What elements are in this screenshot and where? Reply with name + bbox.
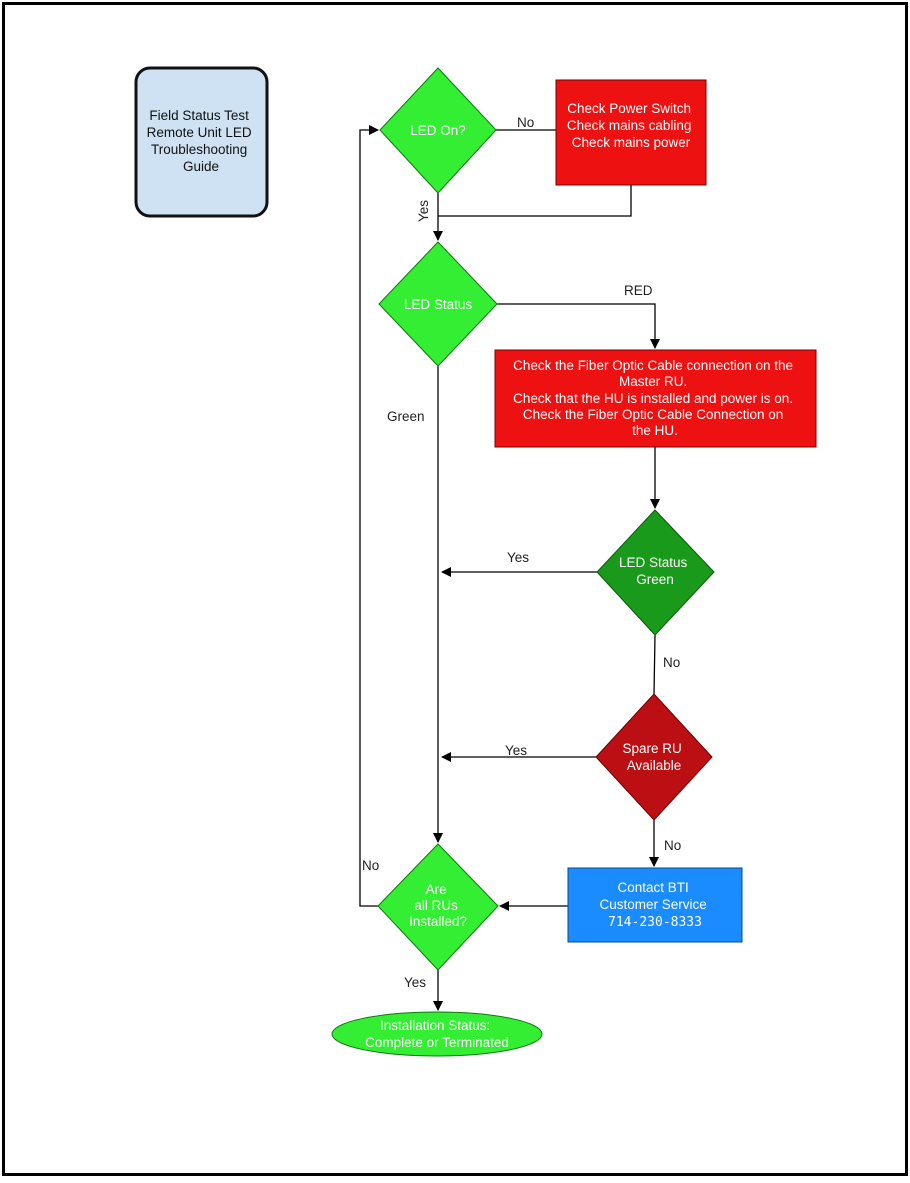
edge-label-green: Green bbox=[387, 409, 425, 424]
title-line-2: Remote Unit LED bbox=[147, 125, 252, 140]
contact-bti-box bbox=[567, 867, 743, 943]
contact-bti-text: Contact BTI Customer Service 714-230-833… bbox=[599, 880, 710, 930]
contact-bti-line-2: Customer Service bbox=[599, 897, 706, 912]
title-line-4: Guide bbox=[183, 159, 219, 174]
check-power-line-2: Check mains cabling bbox=[567, 118, 692, 133]
led-on-text: LED On? bbox=[410, 123, 466, 138]
installation-status-text: Installation Status: Complete or Termina… bbox=[365, 1018, 509, 1050]
led-status-diamond bbox=[378, 241, 498, 367]
title-box bbox=[134, 66, 269, 218]
all-rus-diamond bbox=[377, 843, 499, 971]
all-rus-line-1: Are bbox=[426, 882, 447, 897]
check-power-box bbox=[555, 79, 707, 186]
led-status-green-line-2: Green bbox=[636, 572, 674, 587]
spare-ru-diamond bbox=[595, 693, 713, 821]
led-status-green-line-1: LED Status bbox=[619, 555, 688, 570]
edge-power-return bbox=[438, 185, 632, 217]
check-power-line-1: Check Power Switch bbox=[567, 101, 691, 116]
edge-label-red: RED bbox=[624, 283, 653, 298]
title-line-3: Troubleshooting bbox=[151, 142, 247, 157]
edge-label-no-loop: No bbox=[362, 858, 379, 873]
all-rus-line-3: Installed? bbox=[409, 914, 467, 929]
led-status-line-1: LED Status bbox=[404, 297, 473, 312]
check-fiber-line-3: Check that the HU is installed and power… bbox=[513, 391, 793, 406]
connectors bbox=[359, 125, 660, 1011]
installation-status-line-1: Installation Status: bbox=[380, 1018, 490, 1033]
title-line-1: Field Status Test bbox=[149, 108, 249, 123]
edge-led-status-red bbox=[497, 303, 660, 349]
edge-label-yes-done: Yes bbox=[404, 975, 426, 990]
check-fiber-text: Check the Fiber Optic Cable connection o… bbox=[513, 358, 797, 438]
check-fiber-line-2: Master RU. bbox=[619, 374, 687, 389]
spare-ru-text: Spare RU Available bbox=[622, 741, 685, 773]
spare-ru-line-2: Available bbox=[627, 758, 682, 773]
check-fiber-line-1: Check the Fiber Optic Cable connection o… bbox=[513, 358, 793, 373]
all-rus-text: Are all RUs Installed? bbox=[409, 882, 467, 929]
spare-ru-line-1: Spare RU bbox=[622, 741, 681, 756]
check-fiber-line-4: Check the Fiber Optic Cable Connection o… bbox=[523, 407, 783, 422]
led-status-text: LED Status bbox=[404, 297, 473, 312]
contact-bti-phone: 714-230-8333 bbox=[608, 915, 702, 930]
installation-status-terminator bbox=[331, 1011, 543, 1057]
edge-label-no-power: No bbox=[517, 115, 534, 130]
edge-green-no bbox=[653, 634, 656, 695]
edge-rus-no-loop bbox=[359, 125, 379, 907]
all-rus-line-2: all RUs bbox=[414, 898, 458, 913]
edge-label-yes-led-on: Yes bbox=[416, 200, 431, 222]
check-power-text: Check Power Switch Check mains cabling C… bbox=[567, 101, 695, 150]
edge-label-no-spare: No bbox=[664, 838, 681, 853]
led-status-green-text: LED Status Green bbox=[619, 555, 691, 587]
edge-label-no-green: No bbox=[663, 655, 680, 670]
led-status-green-diamond bbox=[596, 509, 715, 636]
contact-bti-line-1: Contact BTI bbox=[617, 880, 688, 895]
title-box-text: Field Status Test Remote Unit LED Troubl… bbox=[147, 108, 256, 174]
check-power-line-3: Check mains power bbox=[572, 135, 691, 150]
check-fiber-box bbox=[494, 349, 817, 448]
installation-status-line-2: Complete or Terminated bbox=[365, 1035, 509, 1050]
edge-label-yes-spare: Yes bbox=[505, 743, 527, 758]
led-on-diamond bbox=[379, 67, 497, 194]
led-on-line-1: LED On? bbox=[410, 123, 466, 138]
check-fiber-line-5: the HU. bbox=[632, 423, 678, 438]
edge-label-yes-green: Yes bbox=[507, 550, 529, 565]
